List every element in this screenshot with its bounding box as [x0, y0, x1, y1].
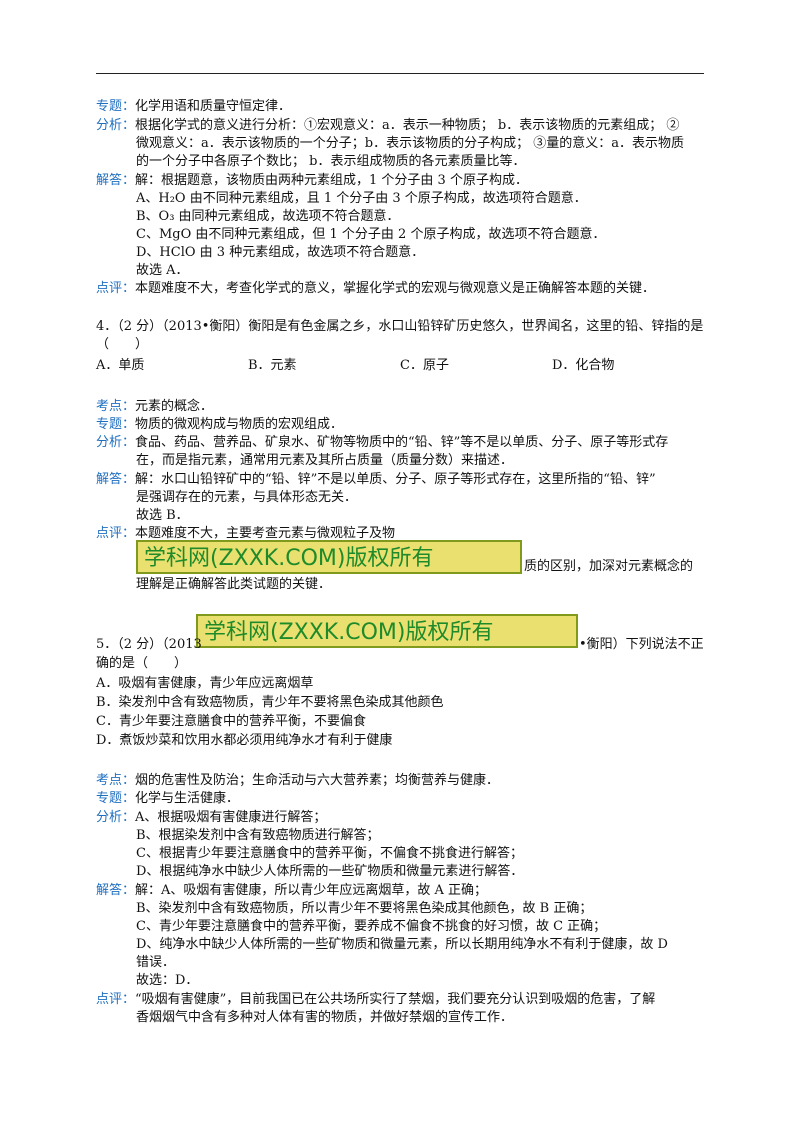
q4-kaodian-text: 元素的概念．	[135, 399, 214, 414]
q4-stem-paren: （ ）	[96, 337, 149, 352]
q5-stem-line2: 确的是（ ）	[96, 656, 188, 671]
q3-jieda-line: A、H₂O 由不同种元素组成，且 1 个分子由 3 个原子构成，故选项符合题意．	[136, 191, 587, 206]
q4-dianping-line: 本题难度不大，主要考查元素与微观粒子及物	[135, 526, 396, 541]
q4-jieda-line: 故选 B．	[136, 508, 189, 523]
q3-jieda: 解答：解：根据题意，该物质由两种元素组成，1 个分子由 3 个原子构成．	[96, 172, 528, 190]
q5-option-a: A．吸烟有害健康，青少年应远离烟草	[96, 676, 314, 691]
q4-option-d: D．化合物	[552, 358, 615, 373]
label-zhuanti: 专题：	[96, 791, 136, 806]
q3-zhuanti-text: 化学用语和质量守恒定律．	[135, 99, 292, 114]
q4-jieda-line: 解：水口山铅锌矿中的“铅、锌”不是以单质、分子、原子等形式存在，这里所指的“铅、…	[135, 472, 656, 487]
header-rule	[96, 73, 704, 74]
q5-fenxi-line: A、根据吸烟有害健康进行解答；	[135, 810, 327, 825]
q4-jieda-line: 是强调存在的元素，与具体形态无关．	[136, 490, 358, 505]
q4-stem: 4．（2 分）（2013•衡阳）衡阳是有色金属之乡，水口山铅锌矿历史悠久，世界闻…	[96, 319, 704, 334]
label-jieda: 解答：	[96, 883, 136, 898]
label-kaodian: 考点：	[96, 399, 136, 414]
q5-fenxi-line: D、根据纯净水中缺少人体所需的一些矿物质和微量元素进行解答．	[136, 864, 524, 879]
q4-option-c: C．原子	[400, 358, 449, 373]
q5-dianping-line: 香烟烟气中含有多种对人体有害的物质，并做好禁烟的宣传工作．	[136, 1010, 514, 1025]
q3-jieda-line: D、HClO 由 3 种元素组成，故选项不符合题意．	[136, 245, 425, 260]
q5-jieda: 解答：解：A、吸烟有害健康，所以青少年应远离烟草，故 A 正确；	[96, 882, 487, 900]
q3-fenxi-line: 微观意义：a．表示该物质的一个分子；b．表示该物质的分子构成； ③量的意义：a．…	[136, 136, 684, 151]
q5-stem-tail: •衡阳）下列说法不正	[579, 637, 704, 652]
q4-fenxi-line: 食品、药品、营养品、矿泉水、矿物等物质中的“铅、锌”等不是以单质、分子、原子等形…	[135, 435, 669, 450]
q4-dianping-line: 理解是正确解答此类试题的关键．	[136, 577, 332, 592]
label-kaodian: 考点：	[96, 773, 136, 788]
q5-jieda-line: B、染发剂中含有致癌物质，所以青少年不要将黑色染成其他颜色，故 B 正确；	[136, 901, 593, 916]
q3-jieda-line: B、O₃ 由同种元素组成，故选项不符合题意．	[136, 209, 400, 224]
q4-option-a: A．单质	[96, 358, 145, 373]
q4-fenxi-line: 在，而是指元素，通常用元素及其所占质量（质量分数）来描述．	[136, 453, 514, 468]
q4-zhuanti-text: 物质的微观构成与物质的宏观组成．	[135, 417, 344, 432]
label-zhuanti: 专题：	[96, 99, 136, 114]
q5-jieda-line: 错误．	[136, 955, 176, 970]
q3-jieda-line: 解：根据题意，该物质由两种元素组成，1 个分子由 3 个原子构成．	[135, 173, 528, 188]
q4-dianping: 点评：本题难度不大，主要考查元素与微观粒子及物	[96, 525, 395, 543]
q5-zhuanti-text: 化学与生活健康．	[135, 791, 240, 806]
q3-zhuanti: 专题：化学用语和质量守恒定律．	[96, 98, 291, 116]
q5-dianping: 点评：“吸烟有害健康”，目前我国已在公共场所实行了禁烟，我们要充分认识到吸烟的危…	[96, 991, 655, 1009]
label-dianping: 点评：	[96, 992, 136, 1007]
label-fenxi: 分析：	[96, 118, 136, 133]
q5-jieda-line: D、纯净水中缺少人体所需的一些矿物质和微量元素，所以长期用纯净水不有利于健康，故…	[136, 937, 668, 952]
label-zhuanti: 专题：	[96, 417, 136, 432]
q4-zhuanti: 专题：物质的微观构成与物质的宏观组成．	[96, 416, 343, 434]
q5-jieda-line: 故选：D．	[136, 973, 199, 988]
label-fenxi: 分析：	[96, 810, 136, 825]
label-dianping: 点评：	[96, 526, 136, 541]
q5-kaodian: 考点：烟的危害性及防治；生命活动与六大营养素；均衡营养与健康．	[96, 772, 499, 790]
q5-jieda-line: C、青少年要注意膳食中的营养平衡，要养成不偏食不挑食的好习惯，故 C 正确；	[136, 919, 607, 934]
label-dianping: 点评：	[96, 281, 136, 296]
q5-kaodian-text: 烟的危害性及防治；生命活动与六大营养素；均衡营养与健康．	[135, 773, 500, 788]
q5-option-c: C．青少年要注意膳食中的营养平衡，不要偏食	[96, 714, 366, 729]
watermark-banner: 学科网(ZXXK.COM)版权所有	[136, 540, 522, 574]
q4-option-b: B．元素	[248, 358, 297, 373]
q5-zhuanti: 专题：化学与生活健康．	[96, 790, 239, 808]
q5-stem-head: 5．（2 分）（2013	[96, 637, 202, 652]
q5-option-d: D．煮饭炒菜和饮用水都必须用纯净水才有利于健康	[96, 733, 393, 748]
label-fenxi: 分析：	[96, 435, 136, 450]
label-jieda: 解答：	[96, 472, 136, 487]
q4-dianping-line: 质的区别，加深对元素概念的	[524, 559, 694, 574]
q3-dianping-text: 本题难度不大，考查化学式的意义，掌握化学式的宏观与微观意义是正确解答本题的关键．	[135, 281, 656, 296]
q3-jieda-line: C、MgO 由不同种元素组成，但 1 个分子由 2 个原子构成，故选项不符合题意…	[136, 227, 606, 242]
q5-jieda-line: 解：A、吸烟有害健康，所以青少年应远离烟草，故 A 正确；	[135, 883, 488, 898]
q5-fenxi-line: C、根据青少年要注意膳食中的营养平衡，不偏食不挑食进行解答；	[136, 846, 523, 861]
q3-dianping: 点评：本题难度不大，考查化学式的意义，掌握化学式的宏观与微观意义是正确解答本题的…	[96, 280, 655, 298]
q3-fenxi-line: 根据化学式的意义进行分析：①宏观意义：a．表示一种物质； b．表示该物质的元素组…	[135, 118, 680, 133]
q4-fenxi: 分析：食品、药品、营养品、矿泉水、矿物等物质中的“铅、锌”等不是以单质、分子、原…	[96, 434, 668, 452]
q5-fenxi: 分析：A、根据吸烟有害健康进行解答；	[96, 809, 326, 827]
q5-dianping-line: “吸烟有害健康”，目前我国已在公共场所实行了禁烟，我们要充分认识到吸烟的危害，了…	[135, 992, 656, 1007]
q4-jieda: 解答：解：水口山铅锌矿中的“铅、锌”不是以单质、分子、原子等形式存在，这里所指的…	[96, 471, 656, 489]
q5-fenxi-line: B、根据染发剂中含有致癌物质进行解答；	[136, 828, 380, 843]
watermark-banner: 学科网(ZXXK.COM)版权所有	[196, 614, 578, 648]
q5-option-b: B．染发剂中含有致癌物质，青少年不要将黑色染成其他颜色	[96, 695, 444, 710]
q3-fenxi-line: 的一个分子中各原子个数比； b．表示组成物质的各元素质量比等．	[136, 154, 526, 169]
q4-kaodian: 考点：元素的概念．	[96, 398, 213, 416]
q3-jieda-line: 故选 A．	[136, 263, 189, 278]
q3-fenxi: 分析：根据化学式的意义进行分析：①宏观意义：a．表示一种物质； b．表示该物质的…	[96, 117, 679, 135]
label-jieda: 解答：	[96, 173, 136, 188]
